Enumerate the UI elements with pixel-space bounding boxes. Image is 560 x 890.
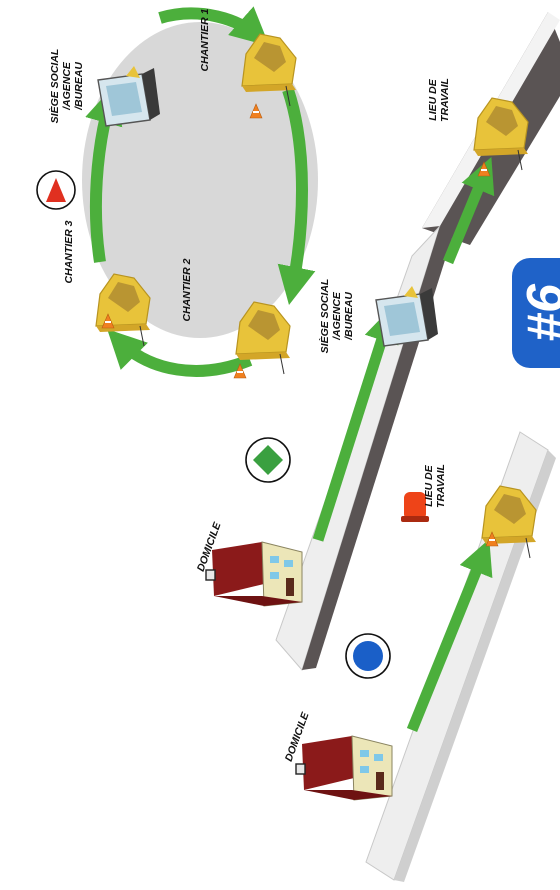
siege-loop-building (98, 66, 160, 126)
svg-text:TRAVAIL: TRAVAIL (439, 78, 451, 122)
svg-text:/AGENCE: /AGENCE (331, 291, 343, 341)
domicile-middle-house (206, 542, 302, 606)
siege-middle-building (376, 286, 438, 346)
svg-text:TRAVAIL: TRAVAIL (435, 464, 447, 508)
badge-number: #6 (512, 258, 560, 368)
blue-circle-icon (346, 634, 390, 678)
green-diamond-icon (246, 438, 290, 482)
loop-arrow-3 (118, 340, 250, 371)
chantier-3-label: CHANTIER 3 (63, 220, 75, 283)
lieu-top-label: LIEU DE TRAVAIL (427, 78, 451, 122)
svg-text:LIEU DE: LIEU DE (423, 464, 435, 506)
svg-text:/AGENCE: /AGENCE (61, 61, 73, 111)
siege-middle-label: SIÈGE SOCIAL /AGENCE /BUREAU (318, 279, 355, 354)
chantier-2-label: CHANTIER 2 (181, 258, 193, 321)
domicile-bottom-house (296, 736, 392, 800)
lieu-bottom-label: LIEU DE TRAVAIL (423, 464, 447, 508)
svg-text:/BUREAU: /BUREAU (343, 292, 355, 341)
red-triangle-icon (37, 171, 75, 209)
svg-text:LIEU DE: LIEU DE (427, 78, 439, 120)
road-middle (276, 226, 440, 670)
siege-loop-label: SIÈGE SOCIAL /AGENCE /BUREAU (48, 49, 85, 124)
svg-text:/BUREAU: /BUREAU (73, 62, 85, 111)
badge-label: #6 (517, 283, 560, 342)
svg-text:SIÈGE SOCIAL: SIÈGE SOCIAL (48, 49, 61, 124)
svg-text:SIÈGE SOCIAL: SIÈGE SOCIAL (318, 279, 331, 354)
chantier-1-label: CHANTIER 1 (199, 8, 211, 71)
